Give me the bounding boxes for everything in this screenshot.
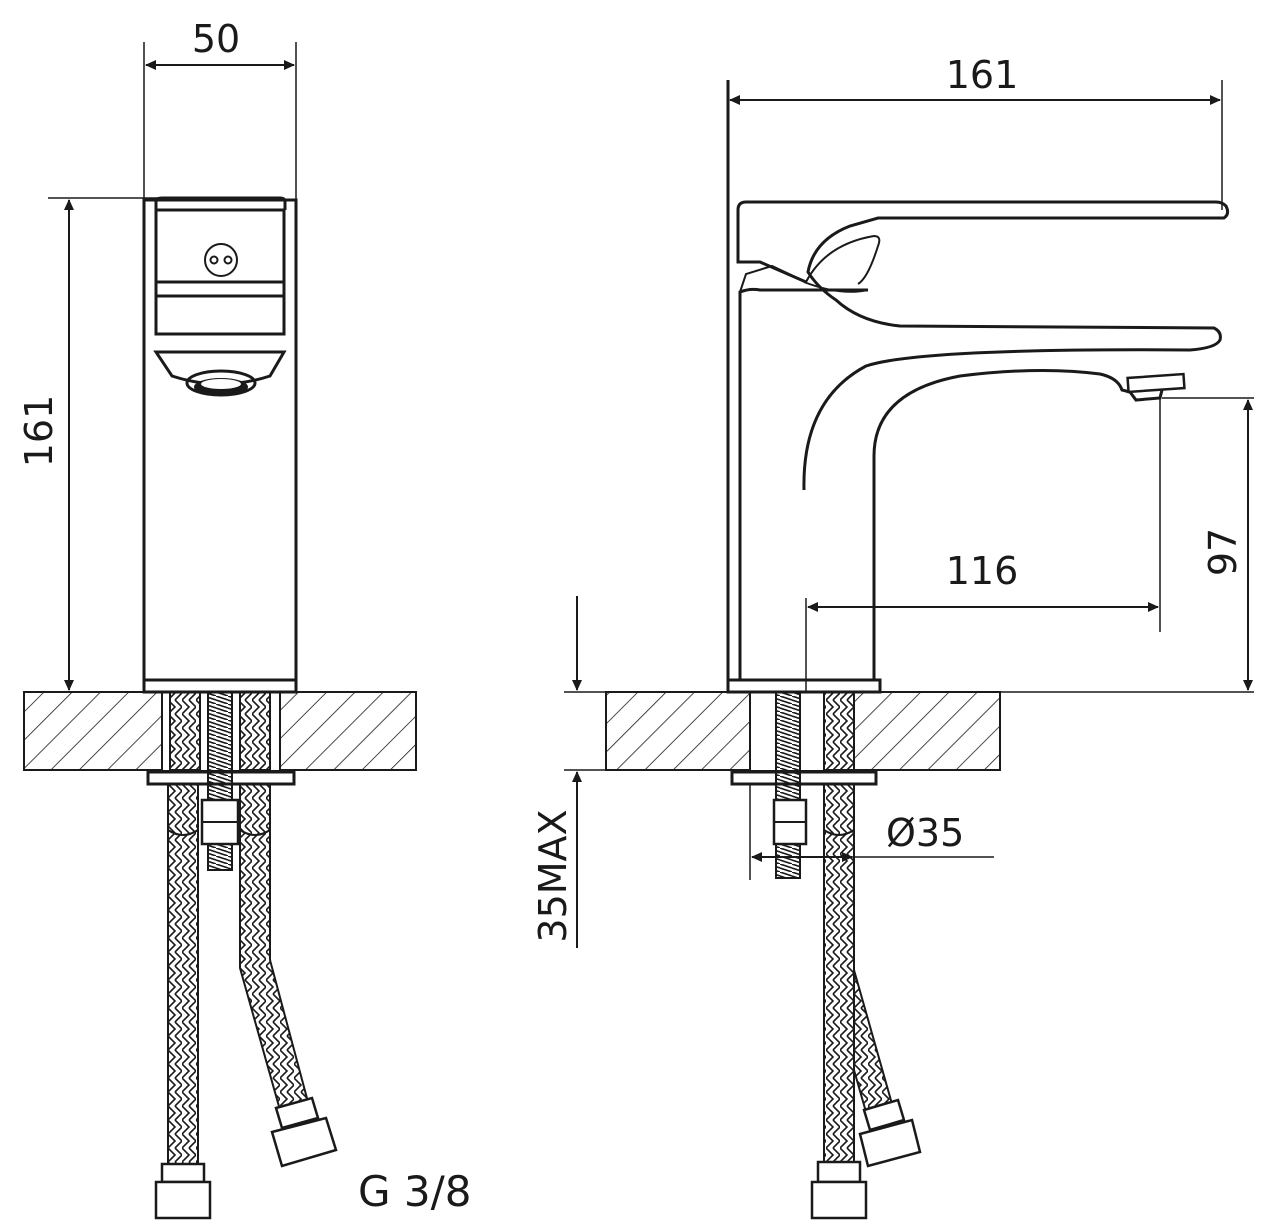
dim-spout-reach: 116 [805, 398, 1161, 692]
dim-spout-reach-label: 116 [946, 549, 1019, 593]
dim-counter-thickness: 35MAX [531, 596, 606, 948]
dim-front-height-label: 161 [17, 395, 61, 468]
dim-side-length-label: 161 [946, 53, 1019, 97]
dim-front-height: 161 [17, 197, 222, 691]
dim-spout-height-label: 97 [1201, 528, 1245, 576]
dim-front-width-label: 50 [192, 17, 240, 61]
dim-side-length: 161 [729, 53, 1223, 210]
dim-hole-diameter: Ø35 [749, 784, 994, 880]
side-faucet-body [726, 80, 1230, 694]
side-mounting-hardware [730, 691, 922, 1220]
front-faucet-body [142, 196, 298, 694]
dim-counter-thickness-label: 35MAX [531, 809, 575, 942]
side-view: 161 116 97 35MAX Ø35 [531, 53, 1254, 1220]
dim-front-width: 50 [143, 17, 297, 200]
dim-spout-height: 97 [1162, 397, 1254, 691]
dim-hole-diameter-label: Ø35 [886, 811, 964, 855]
front-mounting-hardware [146, 691, 338, 1220]
side-countertop [605, 691, 1254, 771]
front-view: 50 161 G 3/8 [17, 17, 472, 1220]
connection-thread-label: G 3/8 [358, 1167, 472, 1216]
